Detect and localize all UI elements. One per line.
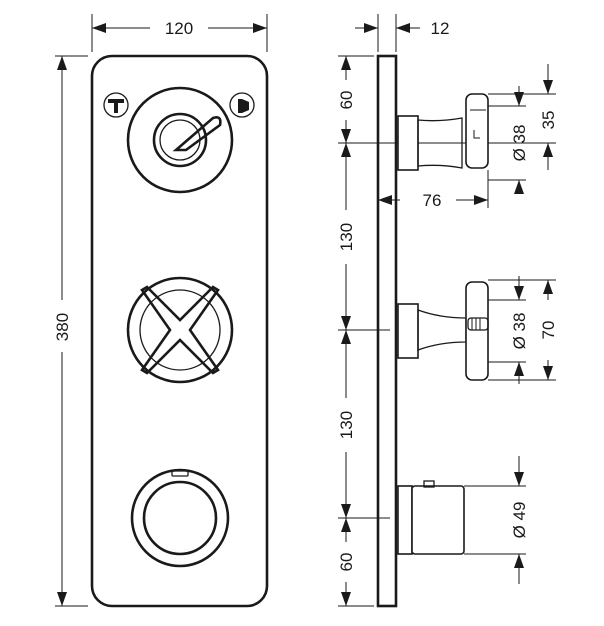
dim-cross-height: 70 bbox=[488, 279, 558, 381]
thermostat-side bbox=[397, 480, 465, 555]
thermostat-knob-front bbox=[130, 468, 230, 568]
dim-spacing-upper-label: 130 bbox=[337, 223, 356, 251]
dim-spacing-lower-label: 130 bbox=[337, 411, 356, 439]
dim-projection-label: 76 bbox=[423, 191, 442, 210]
dim-front-height-label: 380 bbox=[53, 313, 72, 341]
dim-top-offset-label: 60 bbox=[337, 91, 356, 110]
dim-lever-height-label: 35 bbox=[539, 111, 558, 130]
lever-handle-side bbox=[397, 93, 489, 171]
dim-lever-diameter-label: Ø 38 bbox=[510, 125, 529, 162]
dim-plate-thickness: 12 bbox=[355, 14, 449, 52]
dim-projection: 76 bbox=[378, 170, 489, 210]
side-plate bbox=[376, 54, 398, 608]
dim-front-width: 120 bbox=[91, 14, 268, 52]
dim-thermostat-diameter-label: Ø 49 bbox=[510, 502, 529, 539]
dim-cross-diameter: Ø 38 bbox=[488, 276, 529, 384]
dim-front-height: 380 bbox=[53, 55, 88, 607]
front-plate bbox=[90, 54, 269, 608]
shower-head-icon bbox=[229, 92, 255, 118]
dim-front-width-label: 120 bbox=[165, 19, 193, 38]
cross-handle-side bbox=[397, 281, 489, 381]
dim-plate-thickness-label: 12 bbox=[431, 19, 450, 38]
dim-bottom-offset-label: 60 bbox=[337, 553, 356, 572]
dim-cross-diameter-label: Ø 38 bbox=[510, 313, 529, 350]
dim-lever-height: 35 bbox=[488, 64, 558, 170]
dim-thermostat-diameter: Ø 49 bbox=[464, 456, 529, 584]
dim-cross-height-label: 70 bbox=[539, 321, 558, 340]
tub-spout-icon bbox=[103, 92, 129, 118]
dim-lever-diameter: Ø 38 bbox=[488, 86, 529, 194]
lever-handle-front bbox=[126, 86, 234, 194]
dim-chain-vertical: 60 130 130 60 bbox=[337, 56, 356, 606]
cross-handle-front bbox=[126, 276, 234, 384]
